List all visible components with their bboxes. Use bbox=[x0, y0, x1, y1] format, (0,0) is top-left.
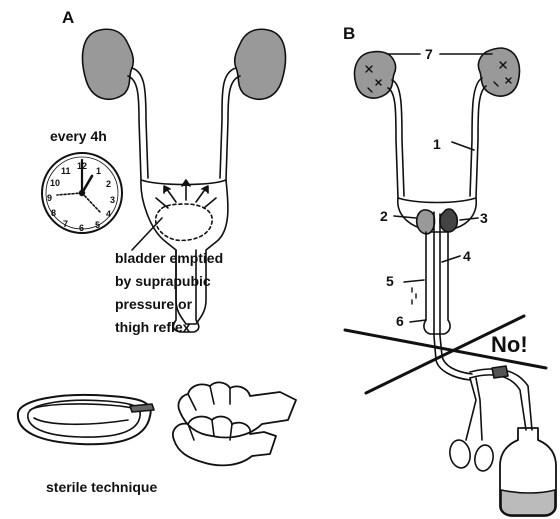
clock-number-2: 2 bbox=[106, 180, 111, 189]
clock-number-9: 9 bbox=[47, 194, 52, 203]
left-ureter-a-inner bbox=[128, 76, 141, 180]
drops bbox=[412, 288, 416, 304]
sterile-technique-label: sterile technique bbox=[46, 480, 157, 494]
label-5-line bbox=[404, 280, 424, 282]
right-ureter-a-inner bbox=[226, 76, 240, 180]
label-1-line bbox=[452, 142, 474, 150]
clock-number-8: 8 bbox=[51, 209, 56, 218]
component-3 bbox=[440, 209, 457, 232]
left-kidney-b bbox=[355, 52, 396, 98]
bladder-a-dashed bbox=[156, 204, 213, 240]
clock-number-3: 3 bbox=[110, 196, 115, 205]
left-ureter-b-inner bbox=[388, 88, 398, 198]
label-4: 4 bbox=[463, 249, 471, 263]
label-7: 7 bbox=[425, 47, 433, 61]
clock-number-6: 6 bbox=[79, 224, 84, 233]
clock-number-5: 5 bbox=[95, 221, 100, 230]
catheter-tray bbox=[18, 395, 154, 444]
drainage-tube bbox=[470, 375, 526, 430]
right-ureter-b-inner bbox=[476, 86, 486, 198]
label-6: 6 bbox=[396, 314, 404, 328]
clock-number-7: 7 bbox=[63, 220, 68, 229]
panel-b-letter: B bbox=[343, 25, 355, 42]
label-1: 1 bbox=[433, 137, 441, 151]
sterile-gloves bbox=[173, 382, 296, 465]
tube-connector bbox=[492, 366, 508, 378]
label-5: 5 bbox=[386, 274, 394, 288]
panel-a-letter: A bbox=[62, 9, 74, 26]
clock-number-10: 10 bbox=[50, 179, 60, 188]
clock-number-1: 1 bbox=[96, 167, 101, 176]
clock-number-12: 12 bbox=[77, 162, 87, 171]
right-kidney-b bbox=[478, 48, 519, 96]
label-6-line bbox=[410, 320, 426, 322]
urethra-b bbox=[424, 232, 450, 334]
clamp bbox=[448, 378, 495, 472]
label-2: 2 bbox=[380, 209, 388, 223]
right-kidney-a bbox=[235, 29, 286, 99]
collection-bottle bbox=[500, 428, 556, 516]
label-2-line bbox=[394, 216, 416, 218]
label-3-line bbox=[460, 218, 478, 220]
clock-number-11: 11 bbox=[61, 167, 71, 176]
bladder-b bbox=[398, 198, 476, 232]
warning-no: No! bbox=[491, 334, 528, 356]
left-kidney-a bbox=[83, 29, 134, 99]
label-3: 3 bbox=[480, 211, 488, 225]
frequency-label: every 4h bbox=[50, 129, 107, 143]
bladder-note: bladder emptied by suprapubic pressure o… bbox=[115, 247, 225, 339]
clock-number-4: 4 bbox=[106, 210, 111, 219]
label-4-line bbox=[442, 256, 460, 262]
component-2 bbox=[417, 210, 435, 234]
